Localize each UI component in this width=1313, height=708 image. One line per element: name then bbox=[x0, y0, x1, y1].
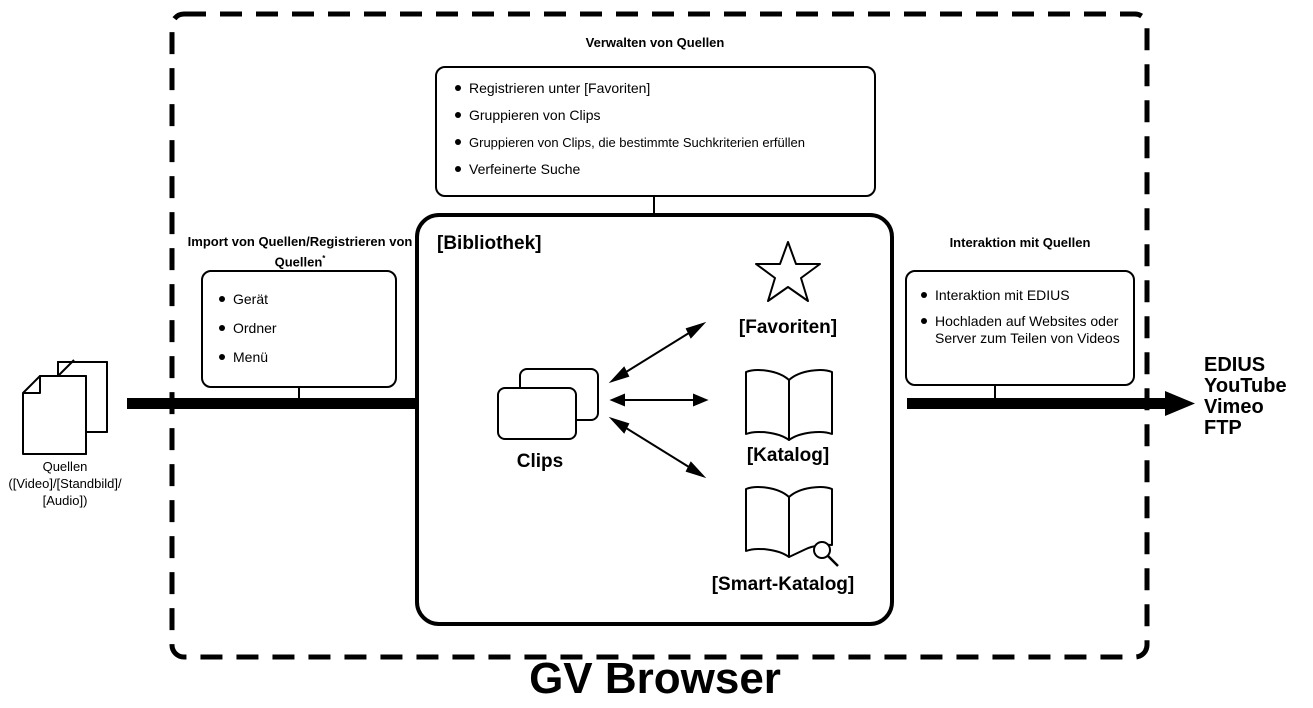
link-arrow-favorites bbox=[608, 321, 707, 384]
list-item: Hochladen auf Websites oder Server zum T… bbox=[913, 313, 1125, 347]
list-item: Gruppieren von Clips, die bestimmte Such… bbox=[447, 134, 864, 151]
caption-line: Quellen bbox=[42, 459, 88, 474]
destination-item: FTP bbox=[1204, 417, 1242, 439]
link-arrow-smart-catalog bbox=[608, 416, 707, 479]
book-icon bbox=[745, 369, 833, 441]
import-list: Gerät Ordner Menü bbox=[211, 291, 387, 366]
document-stack-icon bbox=[22, 359, 108, 455]
smart-catalog-label: [Smart-Katalog] bbox=[711, 574, 855, 595]
destination-item: EDIUS bbox=[1204, 354, 1266, 376]
caption-line: ([Video]/[Standbild]/ bbox=[8, 476, 122, 491]
app-title: GV Browser bbox=[529, 654, 781, 703]
interaction-box: Interaktion mit EDIUS Hochladen auf Webs… bbox=[905, 270, 1135, 386]
footnote-mark: * bbox=[322, 254, 326, 263]
import-box: Gerät Ordner Menü bbox=[201, 270, 397, 388]
link-arrow-catalog bbox=[609, 393, 709, 407]
catalog-label: [Katalog] bbox=[746, 445, 830, 466]
interaction-list: Interaktion mit EDIUS Hochladen auf Webs… bbox=[913, 287, 1125, 347]
list-item: Registrieren unter [Favoriten] bbox=[447, 80, 864, 97]
management-title: Verwalten von Quellen bbox=[585, 35, 725, 50]
book-search-icon bbox=[745, 486, 839, 567]
clips-label: Clips bbox=[516, 451, 564, 472]
output-arrow bbox=[907, 391, 1195, 416]
sources-caption: Quellen ([Video]/[Standbild]/ [Audio]) bbox=[0, 458, 130, 509]
list-item: Gruppieren von Clips bbox=[447, 107, 864, 124]
list-item: Verfeinerte Suche bbox=[447, 161, 864, 178]
destination-list: EDIUS YouTube Vimeo FTP bbox=[1204, 355, 1312, 439]
caption-line: [Audio]) bbox=[42, 493, 88, 508]
gv-browser-boundary bbox=[169, 11, 1150, 660]
list-item: Ordner bbox=[211, 320, 387, 337]
destination-item: YouTube bbox=[1204, 375, 1287, 397]
destination-item: Vimeo bbox=[1204, 396, 1264, 418]
favorites-label: [Favoriten] bbox=[738, 317, 838, 338]
list-item: Gerät bbox=[211, 291, 387, 308]
star-icon bbox=[755, 241, 821, 302]
import-title: Import von Quellen/Registrieren von Quel… bbox=[185, 233, 415, 270]
clip-stack-icon bbox=[497, 368, 599, 440]
import-title-text: Import von Quellen/Registrieren von Quel… bbox=[187, 234, 413, 270]
list-item: Interaktion mit EDIUS bbox=[913, 287, 1125, 304]
list-item: Menü bbox=[211, 349, 387, 366]
management-box: Registrieren unter [Favoriten] Gruppiere… bbox=[435, 66, 876, 197]
interaction-title: Interaktion mit Quellen bbox=[949, 235, 1091, 250]
library-label: [Bibliothek] bbox=[437, 233, 542, 254]
management-list: Registrieren unter [Favoriten] Gruppiere… bbox=[447, 80, 864, 178]
